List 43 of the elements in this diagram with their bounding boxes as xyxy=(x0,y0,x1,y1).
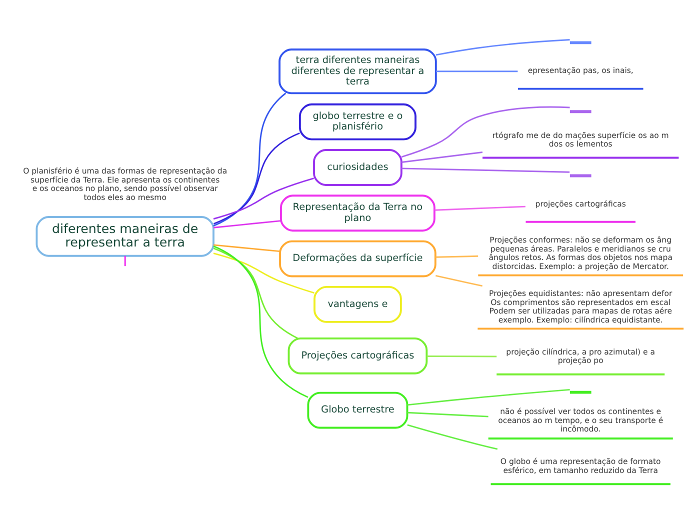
node-bar xyxy=(570,41,592,44)
node-box: terra diferentes maneiras diferentes de representar a terra xyxy=(278,48,437,94)
connector xyxy=(213,178,314,220)
node-text: Projeções equidistantes: não apresentam defor Os comprimentos são representados em escal Podem ser utilizadas para mapas de rotas aére exemplo. Exemplo: cilíndrica equidistante. xyxy=(489,289,672,324)
node-box: globo terrestre e o planisfério xyxy=(298,103,416,140)
node-box: diferentes maneiras de representar a terra xyxy=(36,216,214,257)
node-box: Globo terrestre xyxy=(307,392,408,429)
connector xyxy=(213,245,308,398)
connector xyxy=(426,355,497,358)
connector xyxy=(401,152,483,163)
connector xyxy=(407,388,570,406)
connector xyxy=(214,244,280,252)
node-bar xyxy=(570,110,592,114)
connector xyxy=(407,424,498,450)
node-text: O globo é uma representação de formato esférico, em tamanho reduzido da Terra xyxy=(500,457,661,475)
node-box: curiosidades xyxy=(313,149,402,186)
node-box: Projeções cartográficas xyxy=(288,337,428,374)
node-bar xyxy=(570,174,592,178)
connector xyxy=(213,252,314,294)
node-bar xyxy=(570,390,592,394)
node-box: Deformações da superfície xyxy=(279,240,436,278)
node-text: não é possível ver todos os continentes e oceanos ao m tempo, e o seu transporte é incômodo. xyxy=(498,407,664,434)
connector xyxy=(213,92,286,227)
connector xyxy=(434,206,526,211)
connector xyxy=(407,412,488,418)
node-box: Representação da Terra no plano xyxy=(280,194,436,232)
connector xyxy=(214,220,282,228)
connector xyxy=(436,70,518,72)
label: O planisfério é uma das formas de representação da superfície da Terra. Ele apresenta os continentes e os oceanos no plano, sendo possível observar todos eles ao mesmo xyxy=(23,166,228,202)
connector xyxy=(402,168,570,173)
connector xyxy=(124,256,126,266)
node-text: projeção cilíndrica, a pro azimutal) e a projeção po xyxy=(506,347,656,366)
connector xyxy=(436,255,478,258)
node-text: projeções cartográficas xyxy=(535,199,626,208)
node-text: epresentação pas, os inais, xyxy=(528,66,634,76)
node-text: Projeções conformes: não se deformam os âng pequenas áreas. Paralelos e meridianos se cru ângulos retos. As formas dos objetos nos mapa distorcidas. Exemplo: a projeção de Mercator. xyxy=(488,236,672,271)
connector xyxy=(401,106,570,158)
node-text: rtógrafo me de do mações superfície os ao m dos os lementos xyxy=(492,130,669,149)
connector xyxy=(213,248,298,339)
node-box: vantagens e xyxy=(314,286,402,323)
connector xyxy=(436,39,570,56)
connector xyxy=(436,275,482,287)
connector xyxy=(214,132,300,224)
